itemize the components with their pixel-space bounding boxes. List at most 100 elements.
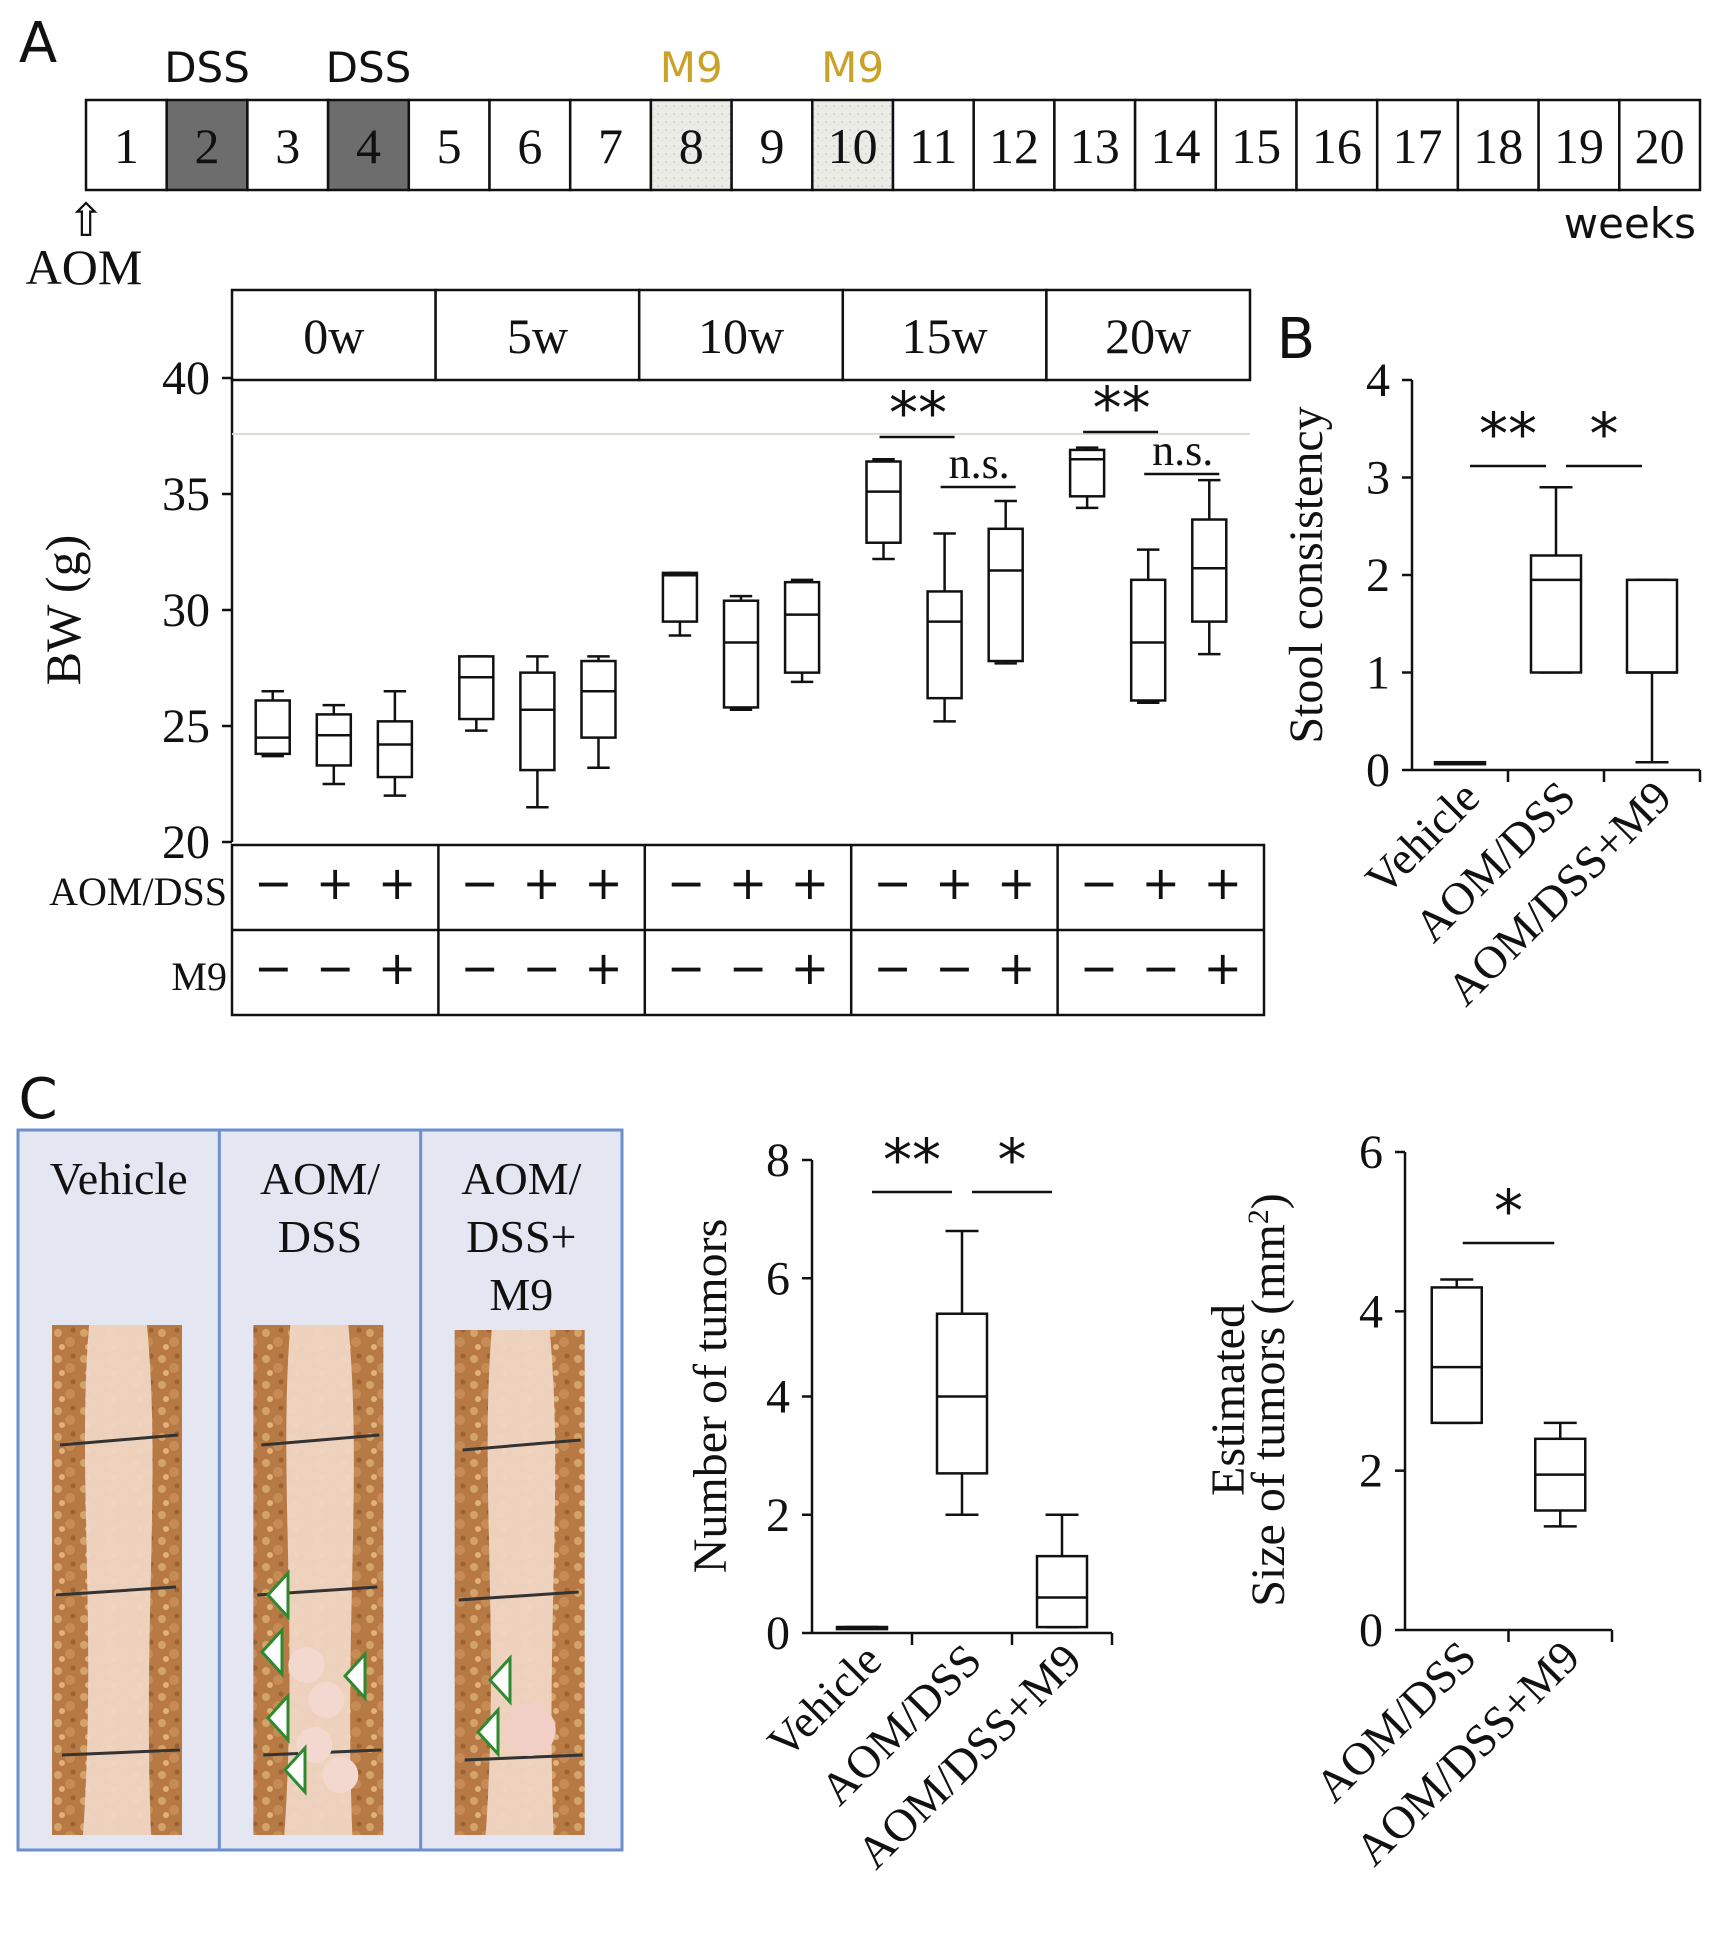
colon-photo [253,1325,384,1835]
bw-box [254,689,291,758]
timeline-week-number: 11 [909,118,957,174]
arrowhead-icon [487,1654,512,1706]
bw-box [865,457,902,561]
box-iqr [519,671,556,772]
arrowhead-icon [265,1569,290,1621]
arrowhead-icon [265,1692,290,1744]
tumor-count-y-axis-label: Number of tumors [684,1219,737,1574]
tumor-size-y-axis-label: Estimated [1202,1304,1255,1496]
timeline-week-cell [1537,98,1621,192]
box-iqr [661,571,699,623]
bw-group-header: 5w [507,308,568,364]
aom-arrow-icon: ⇧ [67,193,106,247]
bw-condition-symbol: + [997,856,1036,910]
box-iqr [1625,578,1679,674]
stool-significance-label: * [1590,400,1619,468]
stool-box [1433,760,1487,766]
bw-condition-symbol: − [873,941,912,995]
timeline-week-number: 4 [356,118,381,174]
photo-column-label: AOM/ [260,1153,380,1204]
timeline-week-cell [730,98,814,192]
timeline-week-number: 10 [828,118,878,174]
bw-condition-symbol: + [584,856,623,910]
timeline-week-number: 1 [114,118,139,174]
timeline-m9-label: M9 [660,43,723,92]
bw-group-header-cell [1045,288,1252,382]
timeline-week-cell [972,98,1056,192]
bw-significance-label: ** [889,379,947,447]
bw-y-tick-label: 40 [162,352,210,405]
panel-label-a: A [19,11,57,76]
bw-box [315,703,353,786]
timeline-week-number: 19 [1554,118,1604,174]
bw-significance-label: n.s. [1152,426,1213,475]
bw-group-header: 20w [1105,308,1191,364]
bw-box [1191,478,1228,656]
bw-condition-symbol: − [667,856,706,910]
bw-condition-symbol: − [522,941,561,995]
bw-condition-symbol: − [1080,856,1119,910]
bw-group-header-cell [637,288,845,382]
tumor-size-y-axis-label-superscript: 2 [1242,1209,1275,1224]
bw-y-tick-label: 35 [162,468,210,521]
bw-condition-symbol: − [1080,941,1119,995]
tumor-count-y-tick-label: 4 [766,1371,790,1424]
bw-condition-symbol: − [460,941,499,995]
bw-box [987,499,1024,665]
timeline-week-number: 8 [679,118,704,174]
bw-condition-row-label: AOM/DSS [49,869,227,914]
bw-condition-symbol: + [729,856,768,910]
bw-y-axis-label: BW (g) [35,535,91,685]
arrowhead-icon [282,1744,307,1796]
bw-box [722,594,760,712]
tumor-size-box [1430,1278,1483,1425]
bw-condition-symbol: + [316,856,355,910]
box-iqr [1129,578,1167,702]
bw-group-header-cell [841,288,1048,382]
stool-significance-label: ** [1479,400,1537,468]
tumor-size-y-tick-label: 0 [1359,1604,1383,1657]
bw-significance-label: ** [1093,374,1151,442]
bw-group-header: 0w [303,308,364,364]
timeline-week-number: 20 [1635,118,1685,174]
stool-box [1625,578,1679,764]
arrowhead-icon [259,1626,284,1678]
pin-line [458,1590,579,1602]
pin-line [59,1433,179,1447]
bw-box [926,532,963,723]
tumor-size-y-axis-label: Size of tumors (mm2) [1242,1193,1296,1607]
photo-column-label: DSS [278,1211,362,1262]
tumor-count-y-tick-label: 6 [766,1252,790,1305]
timeline-week-cell [246,98,330,192]
bw-box [661,571,699,637]
box-iqr [315,713,353,767]
timeline-week-cell [1133,98,1218,192]
bw-condition-symbol: + [378,941,417,995]
tumor-nodule [503,1704,556,1756]
bw-condition-symbol: + [378,856,417,910]
timeline-dss-label: DSS [326,43,412,92]
timeline-week-number: 3 [275,118,300,174]
arrowhead-icon [475,1706,500,1758]
box-iqr [580,659,617,739]
photo-column-label: Vehicle [50,1153,188,1204]
timeline-m9-label: M9 [821,43,884,92]
bw-condition-symbol: + [584,941,623,995]
tumor-count-box [1035,1513,1089,1629]
tumor-size-y-axis-label-paren: ) [1242,1193,1295,1209]
tumor-count-significance-label: ** [883,1126,941,1194]
timeline-week-number: 12 [989,118,1039,174]
tumor-count-significance-label: * [998,1126,1027,1194]
timeline-week-cell [1053,98,1137,192]
timeline-week-number: 2 [195,118,220,174]
timeline-week-cell [165,98,249,192]
pin-line [261,1433,380,1447]
bw-box [783,578,821,684]
stool-y-tick-label: 2 [1366,549,1390,602]
stool-y-tick-label: 4 [1366,354,1390,407]
tumor-count-y-tick-label: 0 [766,1607,790,1660]
bw-group-header: 10w [698,308,784,364]
tumor-count-box [835,1625,889,1631]
